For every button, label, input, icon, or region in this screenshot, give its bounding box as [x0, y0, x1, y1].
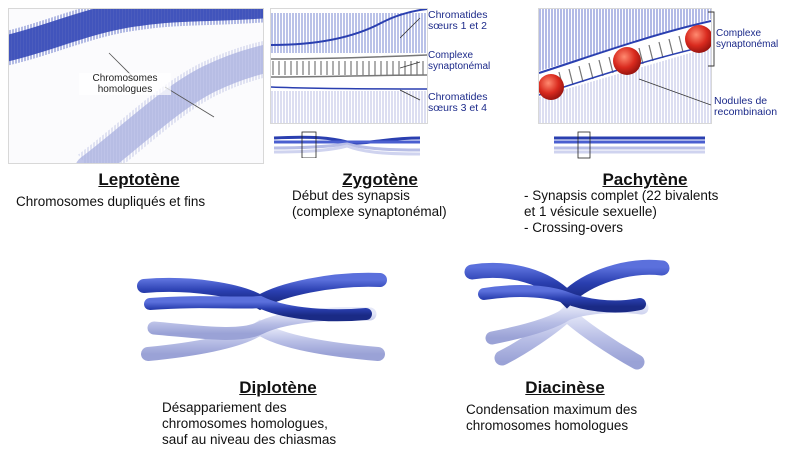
- diacinese-description: Condensation maximum des chromosomes hom…: [466, 402, 706, 434]
- label-chromatides-soeurs-3-4: Chromatides sœurs 3 et 4: [428, 92, 518, 114]
- recombination-nodule: [613, 47, 641, 75]
- recombination-nodule: [539, 74, 564, 100]
- zygotene-title: Zygotène: [330, 170, 430, 190]
- leptotene-micrograph: Chromosomes homologues: [8, 8, 264, 164]
- label-nodules-de-recombinaison: Nodules de recombinaion: [714, 96, 788, 118]
- zygotene-description: Début des synapsis (complexe synaptonéma…: [292, 188, 492, 220]
- diplotene-title: Diplotène: [218, 378, 338, 398]
- pachytene-mini-schematic: [552, 128, 707, 160]
- diplotene-description: Désappariement des chromosomes homologue…: [162, 400, 402, 448]
- label-complexe-synaptonemal-zygotene: Complexe synaptonémal: [428, 50, 518, 72]
- diacinese-diagram: [462, 258, 672, 378]
- diplotene-diagram: [130, 262, 390, 372]
- leptotene-title: Leptotène: [84, 170, 194, 190]
- label-chromosomes-homologues: Chromosomes homologues: [79, 73, 171, 95]
- pachytene-description: - Synapsis complet (22 bivalents et 1 vé…: [524, 188, 786, 236]
- zygotene-label-leaders: [400, 8, 430, 108]
- diacinese-title: Diacinèse: [510, 378, 620, 398]
- label-complexe-synaptonemal-pachytene: Complexe synaptonémal: [716, 28, 788, 50]
- pachytene-diagram: [538, 8, 712, 124]
- label-chromatides-soeurs-1-2: Chromatides sœurs 1 et 2: [428, 10, 518, 32]
- leptotene-description: Chromosomes dupliqués et fins: [16, 194, 261, 210]
- zygotene-mini-schematic: [272, 126, 422, 158]
- pachytene-title: Pachytène: [590, 170, 700, 190]
